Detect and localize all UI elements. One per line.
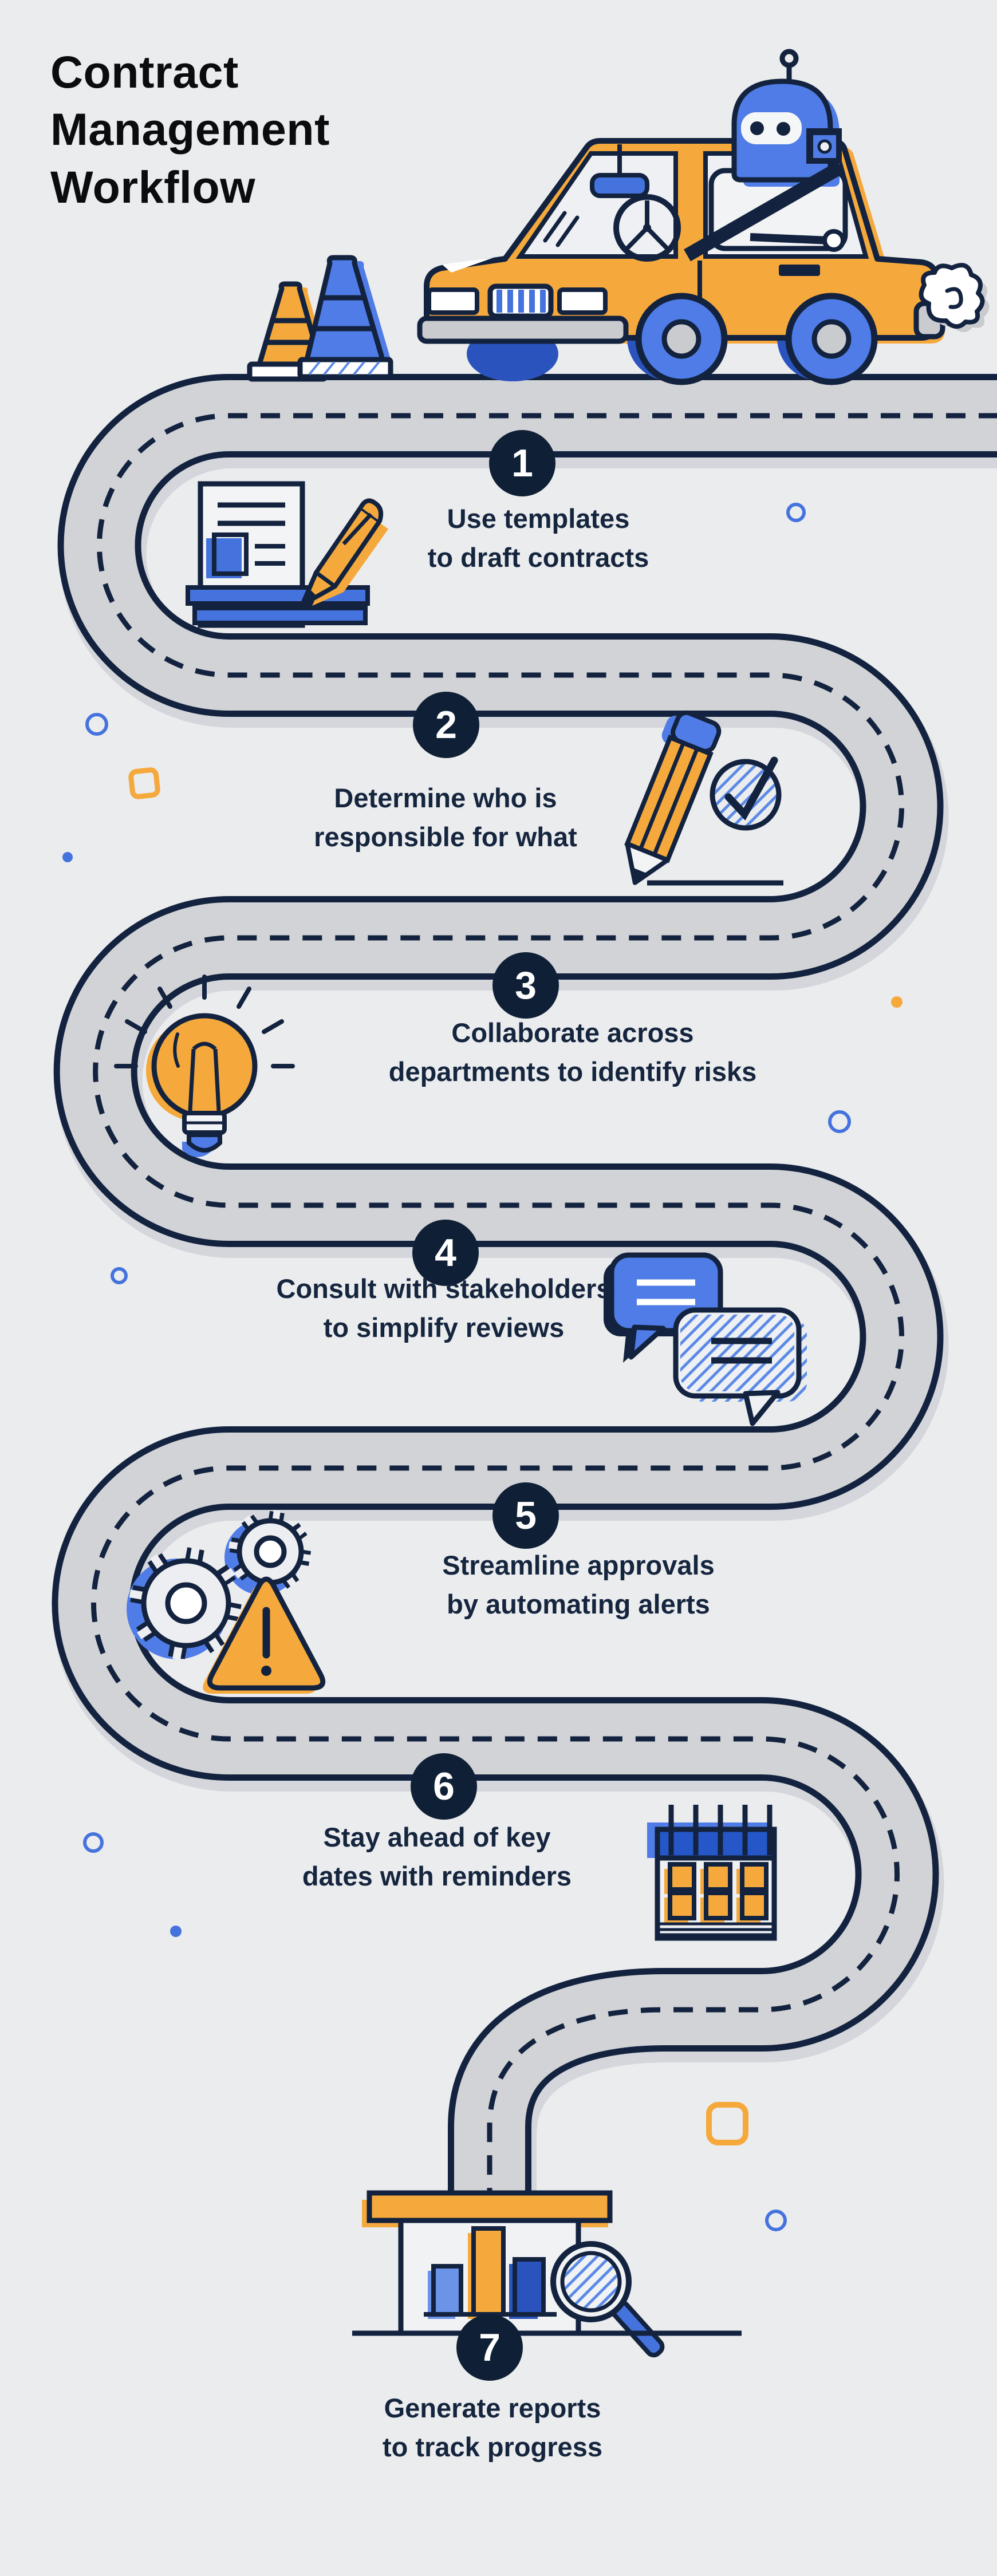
step-3-badge: 3: [492, 952, 559, 1019]
traffic-cones-illustration: [247, 255, 393, 382]
decorations: [62, 503, 903, 2231]
decor-circle: [828, 1110, 851, 1133]
car-wheel: [635, 293, 728, 385]
calendar-icon: [647, 1805, 777, 1941]
robot-eye: [750, 121, 764, 135]
decor-circle: [83, 1832, 104, 1853]
exhaust-smoke-illustration: [919, 263, 990, 333]
lightbulb-icon: [114, 975, 295, 1157]
pencil-icon: [624, 710, 722, 885]
traffic-cone-blue: [297, 255, 393, 380]
step-6-label: Stay ahead of key dates with reminders: [302, 1821, 572, 1891]
step-6-badge: 6: [411, 1753, 477, 1820]
robot-antenna-tip: [779, 49, 799, 68]
chat-bubbles-icon: [604, 1252, 807, 1426]
steering-wheel-icon: [613, 194, 681, 262]
step-7-label: Generate reports to track progress: [383, 2392, 602, 2462]
door-handle: [779, 265, 820, 276]
step-1-badge: 1: [489, 430, 555, 496]
headlight: [427, 287, 479, 315]
report-building-icon: [352, 2190, 742, 2358]
step-2-badge: 2: [413, 692, 479, 758]
decor-dot: [170, 1926, 182, 1937]
gears-alert-icon: [127, 1510, 326, 1694]
robot-visor: [741, 112, 802, 144]
hood-highlight: [442, 258, 494, 273]
robot-illustration: [684, 49, 848, 262]
step-5-badge: 5: [492, 1482, 559, 1549]
decor-circle: [85, 713, 108, 736]
contract-document-icon: [186, 481, 388, 628]
decor-circle: [111, 1267, 128, 1284]
decor-dot: [62, 852, 73, 862]
pencil-check-icon: [624, 710, 783, 886]
car-wheel: [785, 293, 878, 385]
pen-icon: [300, 498, 388, 607]
headlight: [557, 287, 608, 315]
step-4-label: Consult with stakeholders to simplify re…: [276, 1273, 612, 1343]
gear-icon: [129, 1546, 243, 1660]
robot-driving-car-illustration: [417, 49, 945, 385]
check-circle-icon: [710, 756, 782, 831]
glass-glare: [543, 211, 567, 243]
step-3-label: Collaborate across departments to identi…: [388, 1017, 757, 1087]
seat-belt: [684, 161, 844, 262]
calendar-cells: [664, 1862, 769, 1923]
lightbulb-rays: [114, 975, 295, 1068]
decor-square: [128, 767, 160, 799]
step-5-label: Streamline approvals by automating alert…: [442, 1549, 715, 1619]
glass-glare: [555, 215, 580, 247]
front-bumper: [417, 315, 629, 344]
step-7-badge: 7: [456, 2314, 523, 2381]
decor-dot: [891, 996, 903, 1008]
robot-arm: [750, 233, 830, 244]
rear-view-mirror: [590, 173, 649, 198]
magnifier-icon: [550, 2241, 665, 2358]
step-4-badge: 4: [412, 1220, 479, 1286]
grille-slats: [496, 290, 546, 313]
decor-square: [706, 2102, 748, 2145]
robot-eye: [777, 122, 790, 136]
decor-circle: [786, 503, 806, 522]
step-1-label: Use templates to draft contracts: [427, 503, 649, 573]
step-2-label: Determine who is responsible for what: [314, 782, 577, 852]
calendar-rings: [668, 1805, 773, 1855]
warning-triangle-icon: [203, 1576, 326, 1694]
decor-circle: [765, 2210, 787, 2231]
robot-hand: [822, 229, 845, 252]
page-title: Contract Management Workflow: [50, 46, 330, 212]
